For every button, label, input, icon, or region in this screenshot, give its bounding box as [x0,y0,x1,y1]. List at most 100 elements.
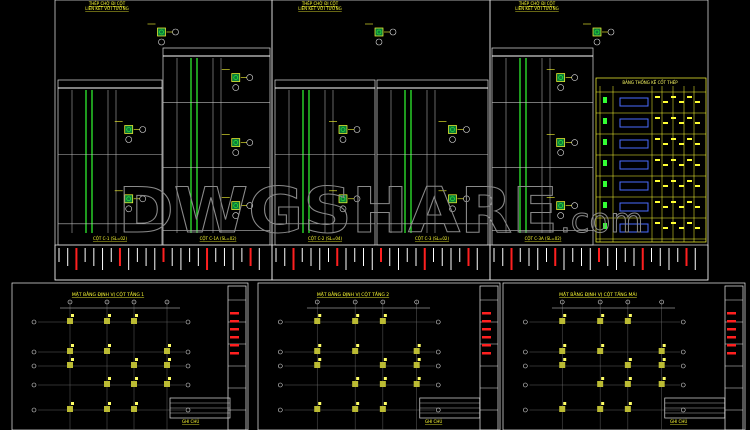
grid-bubble [278,319,283,325]
table-value [663,143,668,145]
table-value [679,143,684,145]
grid-bubble [278,407,283,413]
column-marker [131,406,137,412]
column-section [374,27,384,37]
table-value [663,185,668,187]
grid-bubble [31,319,37,325]
column-tag [662,358,666,361]
drawing-geometry [11,0,746,430]
sheet-frame [11,282,249,430]
table-value [687,96,692,98]
sheet2-subheader: LIÊN KẾT VỚI TƯỜNG [298,5,342,11]
sheet1-column-label-left: CỘT C-1 (SL=02) [93,236,127,241]
column-marker [67,406,73,412]
table-value [663,206,668,208]
grid-bubble [523,382,528,388]
column-marker [379,362,386,368]
column-section [124,194,134,204]
column-section [124,125,134,134]
table-value [679,164,684,166]
table-value [671,222,676,224]
column-marker [624,362,631,368]
column-section [448,194,457,204]
column-marker [597,318,604,324]
column-tag [71,344,74,347]
title-block-mark [727,312,736,315]
title-block-mark [727,352,736,355]
grid-bubble [172,28,179,36]
column-marker [104,381,110,387]
column-marker [624,318,631,324]
rebar-shape [619,202,649,212]
column-tag [135,314,138,317]
column-section [556,201,566,210]
title-block-mark [727,320,736,323]
grid-bubble [523,349,528,355]
column-marker [597,381,604,387]
column-tag [601,314,605,317]
rebar-shape [619,118,649,128]
grid-bubble [31,407,37,413]
column-marker [131,362,137,368]
grid-bubble [246,74,254,81]
sheet3-column-label: CỘT C-3A (SL=02) [525,236,562,241]
rebar-shape [619,160,649,170]
table-value [687,180,692,182]
table-value [671,96,676,98]
column-section [231,138,241,147]
column-marker [352,406,359,412]
title-block-mark [230,312,239,315]
grid-bubble [278,349,283,355]
table-cell-icon [603,202,607,208]
title-block-mark [230,320,239,323]
table-value [663,164,668,166]
column-marker [352,318,359,324]
table-value [687,159,692,161]
table-value [687,138,692,140]
column-tag [383,358,387,361]
column-marker [164,381,170,387]
column-marker [559,406,566,412]
column-marker [597,348,604,354]
grid-bubble [232,212,240,219]
rebar-icon [558,75,563,80]
plan1-title: MẶT BẰNG ĐỊNH VỊ CỘT TẦNG 1 [72,290,144,298]
column-tag [417,377,421,380]
column-tag [563,402,567,405]
column-section [338,125,348,134]
table-cell-icon [603,160,607,166]
grid-bubble [185,319,191,325]
table-value [695,206,700,208]
sheet-frame [257,282,501,430]
column-tag [356,402,360,405]
grid-bubble [185,363,191,369]
grid-bubble [246,139,254,146]
watermark-logo: DWGSHARE [118,174,558,247]
column-marker [314,362,321,368]
title-block-mark [230,344,239,347]
grid-bubble [352,299,358,305]
grid-bubble [125,205,133,213]
title-block-mark [727,336,736,339]
column-tag [356,377,360,380]
grid-bubble [680,363,686,369]
title-block-mark [230,352,239,355]
table-value [671,159,676,161]
rebar-shape [619,97,649,107]
plan2-note: GHI CHÚ [425,419,442,424]
title-block-mark [482,312,491,315]
title-block-mark [482,320,491,323]
table-value [695,101,700,103]
column-marker [67,318,73,324]
rebar-table-title: BẢNG THỐNG KÊ CỐT THÉP [622,80,678,85]
grid-bubble [278,363,283,369]
table-value [655,159,660,161]
column-tag [108,402,111,405]
title-block-mark [230,336,239,339]
grid-bubble [659,299,664,305]
column-marker [314,348,321,354]
grid-bubble [557,212,564,219]
column-marker [559,318,566,324]
column-tag [71,402,74,405]
